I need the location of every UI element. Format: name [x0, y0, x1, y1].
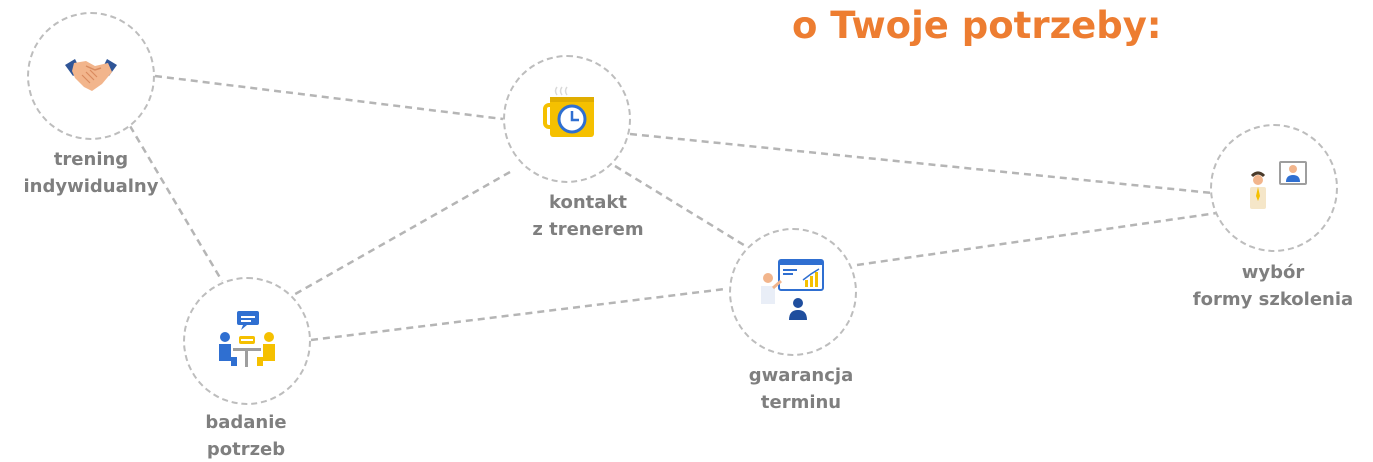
page-title: o Twoje potrzeby: — [792, 4, 1162, 47]
label-line: trening — [53, 149, 129, 170]
connector-kontakt-gwarancja — [614, 164, 753, 252]
label-line: wybór — [1241, 262, 1305, 283]
coffee-clock-icon — [543, 86, 594, 137]
node-badanie-potrzeb — [183, 277, 311, 405]
label-trening-indywidualny: trening indywidualny — [0, 146, 201, 200]
handshake-icon — [65, 59, 117, 91]
label-line: z trenerem — [532, 219, 644, 240]
presentation-icon — [761, 259, 824, 320]
node-wybor-formy-szkolenia — [1210, 124, 1338, 252]
connector-trening-kontakt — [154, 74, 504, 121]
label-kontakt-z-trenerem: kontakt z trenerem — [478, 189, 698, 243]
video-call-icon — [1250, 161, 1307, 209]
label-gwarancja-terminu: gwarancja terminu — [691, 362, 911, 416]
connector-gwarancja-wybor — [856, 211, 1218, 267]
label-line: indywidualny — [23, 176, 159, 197]
meeting-icon — [219, 311, 275, 367]
node-kontakt-z-trenerem — [503, 55, 631, 183]
label-line: terminu — [760, 392, 842, 413]
label-line: formy szkolenia — [1192, 289, 1354, 310]
label-wybor-formy-szkolenia: wybór formy szkolenia — [1163, 259, 1373, 313]
label-line: badanie — [205, 412, 287, 433]
connector-kontakt-badanie — [289, 170, 511, 299]
label-line: kontakt — [549, 192, 627, 213]
node-gwarancja-terminu — [729, 228, 857, 356]
label-badanie-potrzeb: badanie potrzeb — [136, 409, 356, 462]
node-trening-indywidualny — [27, 12, 155, 140]
connector-kontakt-wybor — [629, 132, 1213, 195]
connector-trening-badanie — [128, 125, 224, 282]
label-line: potrzeb — [206, 439, 286, 460]
connector-badanie-gwarancja — [310, 287, 726, 342]
label-line: gwarancja — [748, 365, 854, 386]
